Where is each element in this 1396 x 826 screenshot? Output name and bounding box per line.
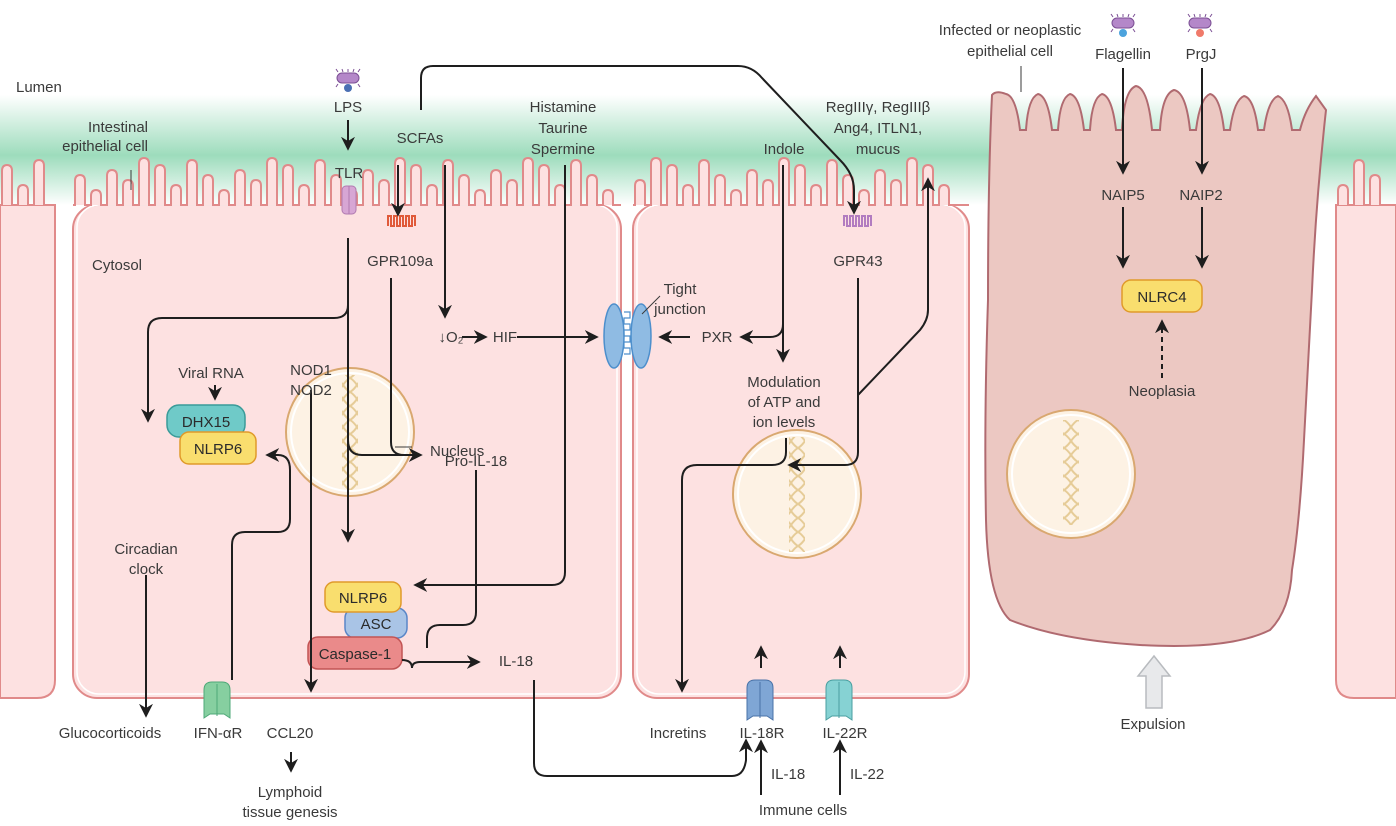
nucleus-infected-cell [1006,409,1136,539]
lumen-label: Lumen [16,79,62,96]
naip2-label: NAIP2 [1179,187,1222,204]
cytosol-label: Cytosol [92,257,142,274]
cell-left-edge [0,204,56,699]
modulation-line-3: ion levels [753,414,816,431]
intestinal-cell-label-2: epithelial cell [62,138,148,155]
infected-cell-label-2: epithelial cell [967,43,1053,60]
il22r-label: IL-22R [822,725,867,742]
pro-il18-label: Pro-IL-18 [445,453,508,470]
labels: Lumen Intestinal epithelial cell Cytosol… [16,22,1223,821]
infected-cell-label-1: Infected or neoplastic [939,22,1082,39]
lymphoid-line-2: tissue genesis [242,804,337,821]
gpr109a-label: GPR109a [367,253,434,270]
pathway-arrows [130,65,1209,795]
naip5-label: NAIP5 [1101,187,1144,204]
il22-in-label: IL-22 [850,766,884,783]
ifnar-receptor-icon [203,681,231,719]
svg-text:DHX15: DHX15 [182,414,230,431]
tight-junction-label-1: Tight [664,281,698,298]
lps-label: LPS [334,99,362,116]
antimicrobial-line-2: Ang4, ITLN1, [834,120,922,137]
prgj-label: PrgJ [1186,46,1217,63]
nod2-label: NOD2 [290,382,332,399]
il18-out-label: IL-18 [499,653,533,670]
indole-label: Indole [764,141,805,158]
svg-text:NLRP6: NLRP6 [194,441,242,458]
nucleus-cell2 [732,429,862,559]
infected-neoplastic-cell [984,84,1328,647]
il22r-receptor-icon [825,679,853,721]
svg-text:NLRP6: NLRP6 [339,590,387,607]
pxr-label: PXR [702,329,733,346]
metabolite-taurine: Taurine [538,120,587,137]
caspase1-protein: Caspase-1 [307,636,403,670]
bacterium-flagellin-icon [1110,13,1136,37]
o2-label: ↓O₂ [439,329,464,346]
lymphoid-line-1: Lymphoid [258,784,322,801]
tight-junction-label-2: junction [653,301,706,318]
circadian-line-2: clock [129,561,164,578]
intestinal-cell-label-1: Intestinal [88,119,148,136]
expulsion-label: Expulsion [1120,716,1185,733]
svg-text:ASC: ASC [361,616,392,633]
glucocorticoids-label: Glucocorticoids [59,725,162,742]
immune-cells-label: Immune cells [759,802,847,819]
modulation-line-2: of ATP and [748,394,821,411]
antimicrobial-line-1: RegIIIγ, RegIIIβ [826,99,931,116]
microvilli [0,156,1396,206]
nlrp6-protein-2: NLRP6 [324,581,402,613]
nucleus-label: Nucleus [430,443,484,460]
gpr43-label: GPR43 [833,253,882,270]
il18r-receptor-icon [746,679,774,721]
tlr-label: TLR [335,165,364,182]
tight-junction [603,205,661,698]
il18r-label: IL-18R [739,725,784,742]
flagellin-label: Flagellin [1095,46,1151,63]
tlr-receptor-icon [341,185,357,215]
il18-in-label: IL-18 [771,766,805,783]
gpr43-receptor-icon [843,215,872,227]
circadian-line-1: Circadian [114,541,177,558]
svg-text:NLRC4: NLRC4 [1137,289,1186,306]
expulsion-arrow-icon [1136,654,1172,709]
microvilli-segment [633,156,969,206]
bacterium-prgj-icon [1187,13,1213,37]
hif-label: HIF [493,329,517,346]
neoplasia-label: Neoplasia [1129,383,1196,400]
metabolite-spermine: Spermine [531,141,595,158]
viral-rna-label: Viral RNA [178,365,244,382]
ifnar-label: IFN-αR [194,725,243,742]
nlrc4-protein: NLRC4 [1121,279,1203,313]
nlrp6-protein-1: NLRP6 [179,431,257,465]
cell-right-edge [1335,204,1396,699]
antimicrobial-line-3: mucus [856,141,900,158]
bacterium-lps-icon [335,68,361,92]
metabolite-histamine: Histamine [530,99,597,116]
nod1-label: NOD1 [290,362,332,379]
modulation-line-1: Modulation [747,374,820,391]
incretins-label: Incretins [650,725,707,742]
svg-text:Caspase-1: Caspase-1 [319,646,392,663]
scfas-label: SCFAs [397,130,444,147]
nucleus-cell1 [285,367,415,497]
dhx15-protein: DHX15 [166,404,246,438]
ccl20-label: CCL20 [267,725,314,742]
microvilli-segment [1336,158,1396,206]
microvilli-segment [0,158,55,206]
